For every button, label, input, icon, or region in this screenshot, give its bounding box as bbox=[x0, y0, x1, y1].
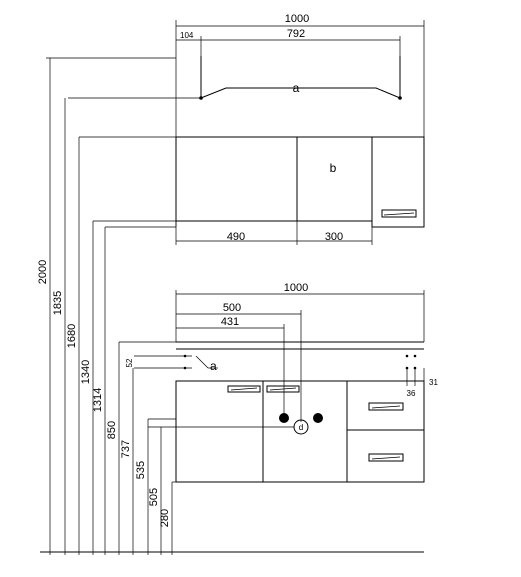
upper-width-300: 300 bbox=[325, 231, 343, 243]
lower-dim-36: 36 bbox=[407, 389, 416, 398]
height-280: 280 bbox=[159, 509, 171, 527]
lower-dim-52: 52 bbox=[125, 358, 134, 367]
height-850: 850 bbox=[106, 421, 118, 439]
upper-label-b: b bbox=[330, 161, 337, 175]
height-1680: 1680 bbox=[66, 324, 78, 348]
lower-label-d: d bbox=[299, 423, 303, 432]
upper-cabinet: 1000 104 792 a b 490 300 bbox=[68, 13, 425, 245]
upper-offset-104: 104 bbox=[180, 31, 194, 40]
height-1314: 1314 bbox=[92, 388, 104, 412]
height-505: 505 bbox=[148, 488, 160, 506]
height-dimensions: 2000 1835 1680 1340 1314 850 737 535 505 bbox=[37, 57, 424, 555]
lower-label-a: a bbox=[210, 359, 217, 373]
lower-dim-31: 31 bbox=[429, 378, 438, 387]
height-1835: 1835 bbox=[52, 291, 64, 315]
height-2000: 2000 bbox=[37, 260, 49, 284]
lower-dim-500: 500 bbox=[223, 302, 241, 314]
upper-label-a: a bbox=[293, 81, 300, 95]
lower-dim-431: 431 bbox=[221, 316, 239, 328]
lower-cabinet: 1000 500 431 52 a 31 36 bbox=[125, 282, 438, 483]
height-535: 535 bbox=[135, 461, 147, 479]
lower-width-1000: 1000 bbox=[284, 282, 308, 294]
upper-inner-792: 792 bbox=[287, 28, 305, 40]
height-737: 737 bbox=[120, 440, 132, 458]
height-1340: 1340 bbox=[80, 360, 92, 384]
upper-width-1000: 1000 bbox=[285, 13, 309, 25]
upper-width-490: 490 bbox=[227, 231, 245, 243]
